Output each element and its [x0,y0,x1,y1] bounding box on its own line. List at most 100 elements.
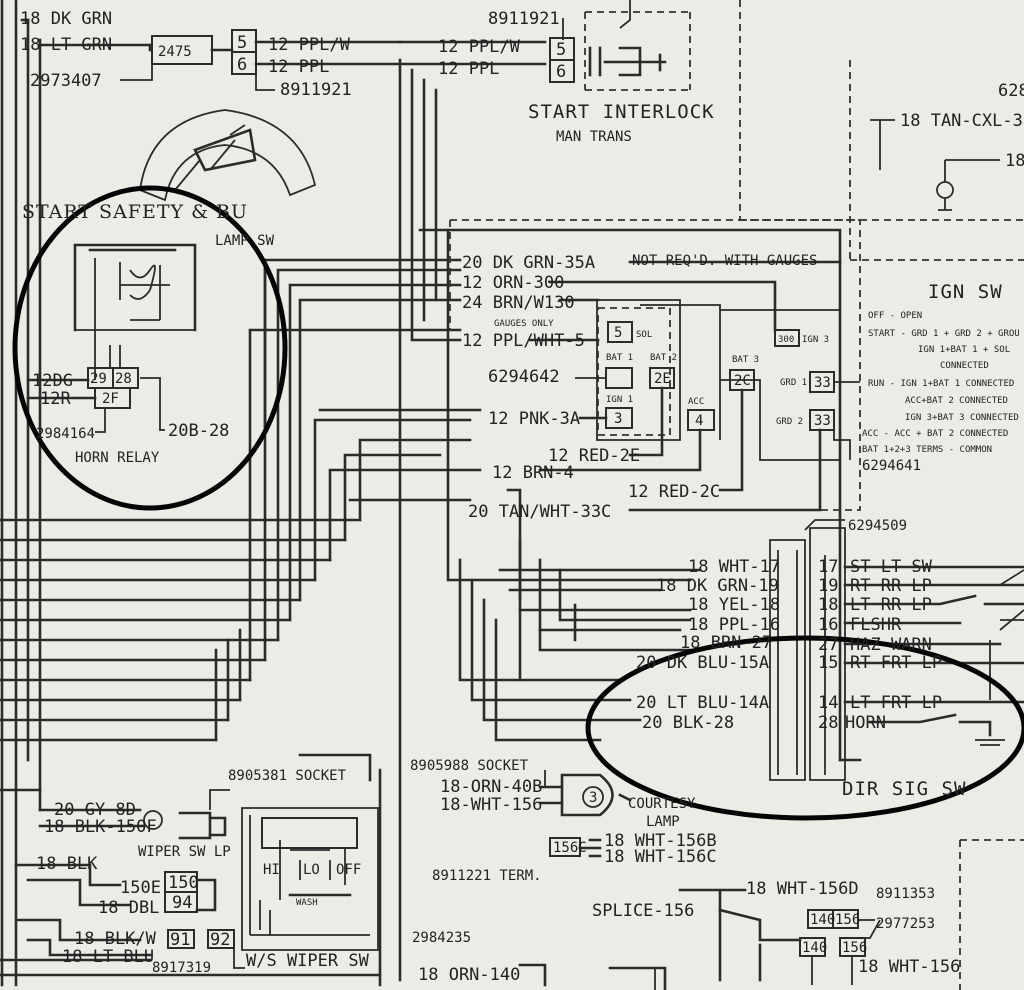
label-courtesy-pin-3: 3 [589,790,597,806]
label-dir-wire-4: 18 BRN-27 [680,633,772,653]
label-legend-0: OFF - OPEN [868,311,922,321]
label-courtesy: COURTESY [628,796,696,812]
label-12-ppl-w-a: 12 PPL/W [268,35,351,55]
horn-relay [12,185,288,511]
courtesy-lamp [518,770,1024,990]
label-term-acc: ACC [688,397,704,407]
label-pin-94: 94 [172,893,192,913]
label-start-interlock: START INTERLOCK [528,101,715,123]
label-wiper-sw-lp: WIPER SW LP [138,844,231,860]
wiper-contact-block [261,817,358,849]
label-18-wht-156: 18-WHT-156 [440,795,542,815]
label-term-2e: 2E [654,371,671,387]
label-term-bat2: BAT 2 [650,353,677,363]
label-part-8911921-a: 8911921 [280,80,352,100]
label-dir-pin-1: 19 [818,576,838,596]
pin-94 [164,891,198,913]
label-pin-5: 5 [237,33,247,53]
label-part-6294642: 6294642 [488,367,560,387]
label-dir-func-6: LT FRT LP [850,693,942,713]
pin-92 [207,929,235,949]
label-pin-91: 91 [170,930,190,950]
pin-91 [167,929,195,949]
ignition-switch [449,219,861,512]
label-12-orn-300: 12 ORN-300 [462,273,564,293]
label-12-ppl-wht-5: 12 PPL/WHT-5 [462,331,585,351]
ign-term-5 [607,321,633,343]
top-right-box [739,0,1024,261]
label-dir-func-0: ST LT SW [850,557,933,577]
label-ign-sw: IGN SW [928,281,1003,303]
label-part-2984235: 2984235 [412,930,471,946]
label-horn-relay: HORN RELAY [75,450,160,466]
label-relay-pin-29: 29 [90,371,107,387]
direction-signal-switch [585,519,1024,821]
label-term-sol: SOL [636,330,652,340]
label-dir-pin-7: 28 [818,713,838,733]
label-not-reqd: NOT REQ'D. WITH GAUGES [632,253,817,269]
label-18-blk-w: 18 BLK/W [74,929,157,949]
label-legend-4: RUN - IGN 1+BAT 1 CONNECTED [868,379,1014,389]
start-safety-switch [139,109,317,202]
label-legend-7: ACC - ACC + BAT 2 CONNECTED [862,429,1008,439]
label-dir-pin-5: 15 [818,653,838,673]
label-150e: 150E [120,878,161,898]
label-12-ppl-a: 12 PPL [268,57,329,77]
label-12r: 12R [40,389,71,409]
label-term-3: 3 [614,411,622,427]
label-dir-func-7: HORN [845,713,886,733]
label-12-ppl-w-b: 12 PPL/W [438,37,521,57]
label-dir-func-4: HAZ WARN [850,635,932,655]
label-part-8911221: 8911221 TERM. [432,868,542,884]
label-18-blk-150f: 18 BLK-150F [44,817,157,837]
interlock-pin-6 [549,59,575,83]
label-dir-pin-2: 18 [818,595,838,615]
label-lamp: LAMP [646,814,680,830]
label-interlock-pin-5: 5 [556,40,566,60]
term-156 [832,909,859,929]
label-18-wht-156c: 18 WHT-156C [604,847,717,867]
wire-bundle [0,0,862,987]
label-legend-1: START - GRD 1 + GRD 2 + GROU [868,329,1020,339]
label-term-4: 4 [695,413,703,429]
label-part-8905381: 8905381 SOCKET [228,768,347,784]
label-18-tan-cxl: 18 TAN-CXL-30 [900,111,1024,131]
start-interlock [549,0,691,91]
ign-term-bat1 [605,367,633,389]
label-wash: WASH [296,898,318,908]
label-term-156: 156 [835,912,860,928]
label-term-2c: 2C [734,373,751,389]
label-lo: LO [303,862,320,878]
label-term-bat3: BAT 3 [732,355,759,365]
labels: 18 DK GRN 18 LT GRN 2475 2973407 5 6 12 … [20,9,1024,985]
label-term-300: 300 [778,335,794,345]
label-18-blk: 18 BLK [36,854,98,874]
label-dir-wire-7: 20 BLK-28 [642,713,734,733]
label-628: 628 [998,81,1024,101]
label-20-tan-wht-33c: 20 TAN/WHT-33C [468,502,611,522]
label-18-orn-140: 18 ORN-140 [418,965,520,985]
label-lamp-sw: LAMP SW [215,233,275,249]
label-term-bat1: BAT 1 [606,353,633,363]
label-12-ppl-b: 12 PPL [438,59,499,79]
label-term-33b: 33 [814,413,831,429]
label-part-8905988: 8905988 SOCKET [410,758,529,774]
label-dir-wire-0: 18 WHT-17 [688,557,780,577]
horn-switch-highlight-oval [585,635,1024,821]
label-relay-pin-28: 28 [115,371,132,387]
label-legend-3: CONNECTED [940,361,989,371]
label-12dg: 12DG [32,371,73,391]
label-part-2973407: 2973407 [30,71,102,91]
label-interlock-pin-6: 6 [556,62,566,82]
label-20-gy-8d: 20 GY-8D [54,800,136,820]
label-12-pnk-3a: 12 PNK-3A [488,409,580,429]
label-dir-wire-5: 20 DK BLU-15A [636,653,769,673]
label-18-dbl: 18 DBL [98,898,159,918]
label-term-156c: 156C [553,840,587,856]
label-dir-wire-6: 20 LT BLU-14A [636,693,769,713]
label-18-wht-156d: 18 WHT-156D [746,879,859,899]
label-term-5: 5 [614,325,622,341]
label-part-6294509: 6294509 [848,518,907,534]
label-hi: HI [263,862,280,878]
wiper-switch [14,789,379,969]
